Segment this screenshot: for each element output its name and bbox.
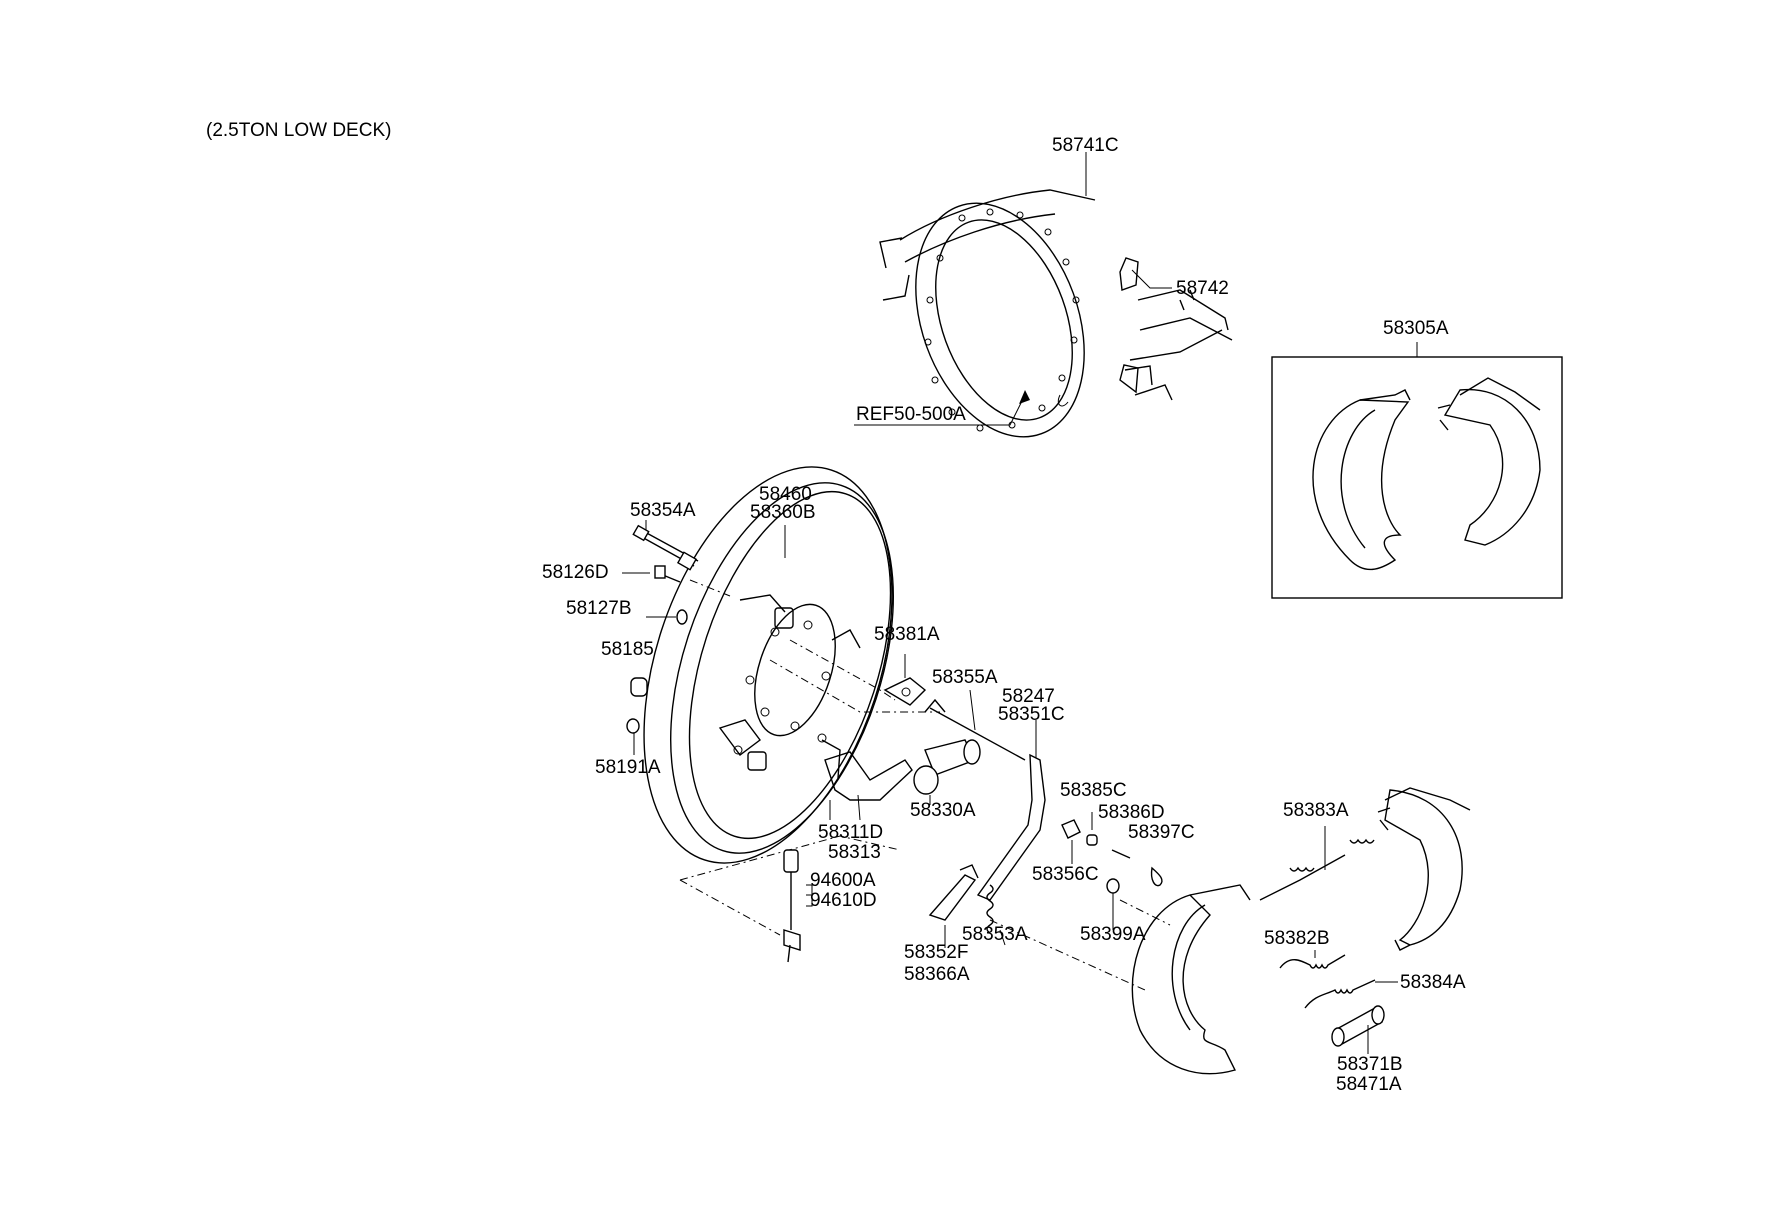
label-58127B: 58127B — [566, 598, 632, 619]
label-58399A: 58399A — [1080, 924, 1146, 945]
sensor-94600A — [783, 849, 813, 963]
centerline-1 — [689, 579, 731, 597]
label-94610D: 94610D — [810, 890, 877, 911]
label-58386D: 58386D — [1098, 802, 1165, 823]
label-58384A: 58384A — [1400, 972, 1466, 993]
label-58351C: 58351C — [998, 704, 1065, 725]
part-labels: 58741C 58742 REF50-500A 58305A 58460 583… — [542, 135, 1466, 1095]
plate-58381A — [883, 654, 927, 706]
label-58460: 58460 — [759, 484, 812, 505]
wheel-cylinder-58330A — [913, 739, 981, 805]
spring-58383A — [1259, 826, 1375, 901]
left-small-parts — [622, 520, 699, 755]
adjuster-58371B — [1331, 1005, 1385, 1054]
label-58385C: 58385C — [1060, 780, 1127, 801]
label-58126D: 58126D — [542, 562, 609, 583]
small-hardware — [1061, 812, 1163, 930]
centerline-7 — [1119, 899, 1171, 926]
label-58360B: 58360B — [750, 502, 816, 523]
brake-shoe-kit-box — [1271, 342, 1563, 599]
label-58330A: 58330A — [910, 800, 976, 821]
label-58371B: 58371B — [1337, 1054, 1403, 1075]
label-58191A: 58191A — [595, 757, 661, 778]
label-58305A: 58305A — [1383, 318, 1449, 339]
label-58353A: 58353A — [962, 924, 1028, 945]
centerline-4 — [679, 835, 901, 881]
spring-58382B — [1279, 950, 1346, 969]
centerline-5 — [679, 879, 781, 936]
centerline-2 — [789, 639, 896, 701]
label-58311D: 58311D — [818, 822, 883, 843]
label-58741C: 58741C — [1052, 135, 1119, 156]
label-58366A: 58366A — [904, 964, 970, 985]
adjuster-58352F — [928, 864, 979, 948]
centerline-6 — [989, 919, 1146, 991]
bracket-58311D — [821, 739, 913, 821]
backing-plate — [643, 466, 894, 864]
label-58381A: 58381A — [874, 624, 940, 645]
axle-housing — [854, 152, 1233, 438]
label-94600A: 94600A — [810, 870, 876, 891]
header-note: (2.5TON LOW DECK) — [206, 120, 391, 141]
centerline-3 — [769, 659, 940, 713]
label-58313: 58313 — [828, 842, 881, 863]
spring-58353A — [986, 884, 1006, 946]
label-58352F: 58352F — [904, 942, 968, 963]
label-58742: 58742 — [1176, 278, 1229, 299]
label-ref50-500a: REF50-500A — [856, 404, 966, 425]
label-58383A: 58383A — [1283, 800, 1349, 821]
label-58185: 58185 — [601, 639, 654, 660]
lever-58247 — [976, 720, 1046, 901]
label-58397C: 58397C — [1128, 822, 1195, 843]
label-58471A: 58471A — [1336, 1074, 1402, 1095]
leader-lines — [784, 525, 831, 896]
brake-shoe-front — [1131, 884, 1251, 1075]
spring-58384A — [1304, 979, 1398, 1009]
label-58355A: 58355A — [932, 667, 998, 688]
label-58247: 58247 — [1002, 686, 1055, 707]
label-58356C: 58356C — [1032, 864, 1099, 885]
label-58382B: 58382B — [1264, 928, 1330, 949]
rod-58355A — [924, 689, 1026, 761]
label-58354A: 58354A — [630, 500, 696, 521]
brake-shoe-rear — [1377, 787, 1471, 951]
